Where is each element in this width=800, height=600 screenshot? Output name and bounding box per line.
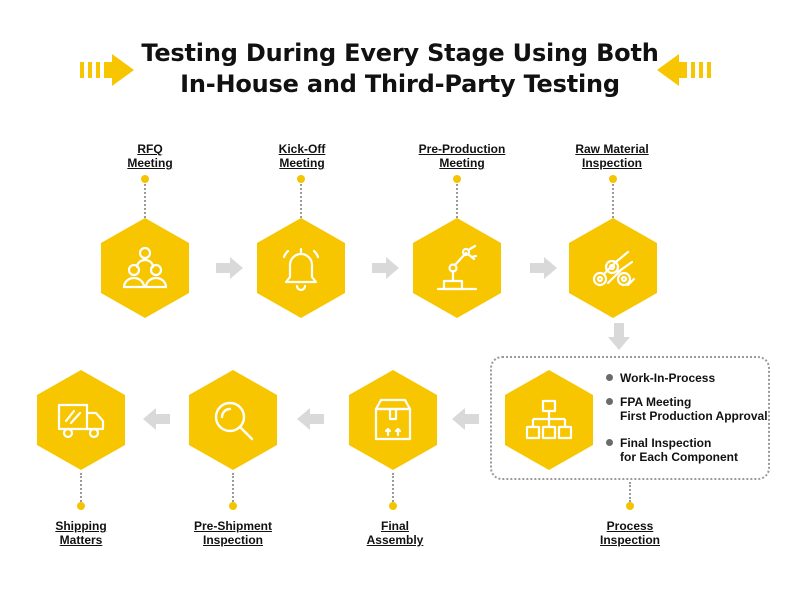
- flow-arrow-left: [452, 408, 479, 430]
- connector-dot: [609, 175, 617, 183]
- right-arrow-decoration-icon: [80, 54, 134, 86]
- bullet-dot: [606, 374, 613, 381]
- step-hex-rfq-meeting: [101, 218, 189, 318]
- pipes-icon: [592, 250, 636, 287]
- step-hex-pre-production-meeting: [413, 218, 501, 318]
- connector-dot: [389, 502, 397, 510]
- process-detail-item: Work-In-Process: [606, 371, 715, 385]
- flow-arrow-left: [143, 408, 170, 430]
- connector-dot: [453, 175, 461, 183]
- truck-icon: [57, 403, 105, 439]
- page-title: Testing During Every Stage Using Both In…: [140, 38, 660, 100]
- connector-dot: [297, 175, 305, 183]
- connector-line: [456, 184, 458, 218]
- step-hex-final-assembly: [349, 370, 437, 470]
- connector-line: [144, 184, 146, 218]
- bell-icon: [282, 247, 320, 292]
- step-hex-kick-off-meeting: [257, 218, 345, 318]
- step-hex-process-inspection: [505, 370, 593, 470]
- robotic-arm-icon: [436, 244, 478, 291]
- flow-arrow-right: [372, 257, 399, 279]
- flow-arrow-down: [608, 323, 630, 350]
- connector-dot: [626, 502, 634, 510]
- bullet-dot: [606, 398, 613, 405]
- step-hex-shipping-matters: [37, 370, 125, 470]
- people-group-icon: [122, 246, 168, 289]
- flow-arrow-right: [530, 257, 557, 279]
- connector-line: [629, 482, 631, 502]
- connector-line: [300, 184, 302, 218]
- bullet-dot: [606, 439, 613, 446]
- connector-line: [392, 473, 394, 502]
- step-hex-raw-material-inspection: [569, 218, 657, 318]
- title-line-1: Testing During Every Stage Using Both: [141, 39, 659, 67]
- box-icon: [374, 398, 412, 441]
- hierarchy-icon: [525, 399, 573, 440]
- connector-line: [612, 184, 614, 218]
- process-inspection-details-box: [490, 356, 770, 480]
- flow-arrow-right: [216, 257, 243, 279]
- connector-dot: [77, 502, 85, 510]
- left-arrow-decoration-icon: [657, 54, 711, 86]
- title-line-2: In-House and Third-Party Testing: [180, 70, 620, 98]
- connector-dot: [229, 502, 237, 510]
- step-hex-pre-shipment-inspection: [189, 370, 277, 470]
- flow-arrow-left: [297, 408, 324, 430]
- magnifier-icon: [214, 401, 254, 441]
- connector-line: [232, 473, 234, 502]
- connector-dot: [141, 175, 149, 183]
- connector-line: [80, 473, 82, 502]
